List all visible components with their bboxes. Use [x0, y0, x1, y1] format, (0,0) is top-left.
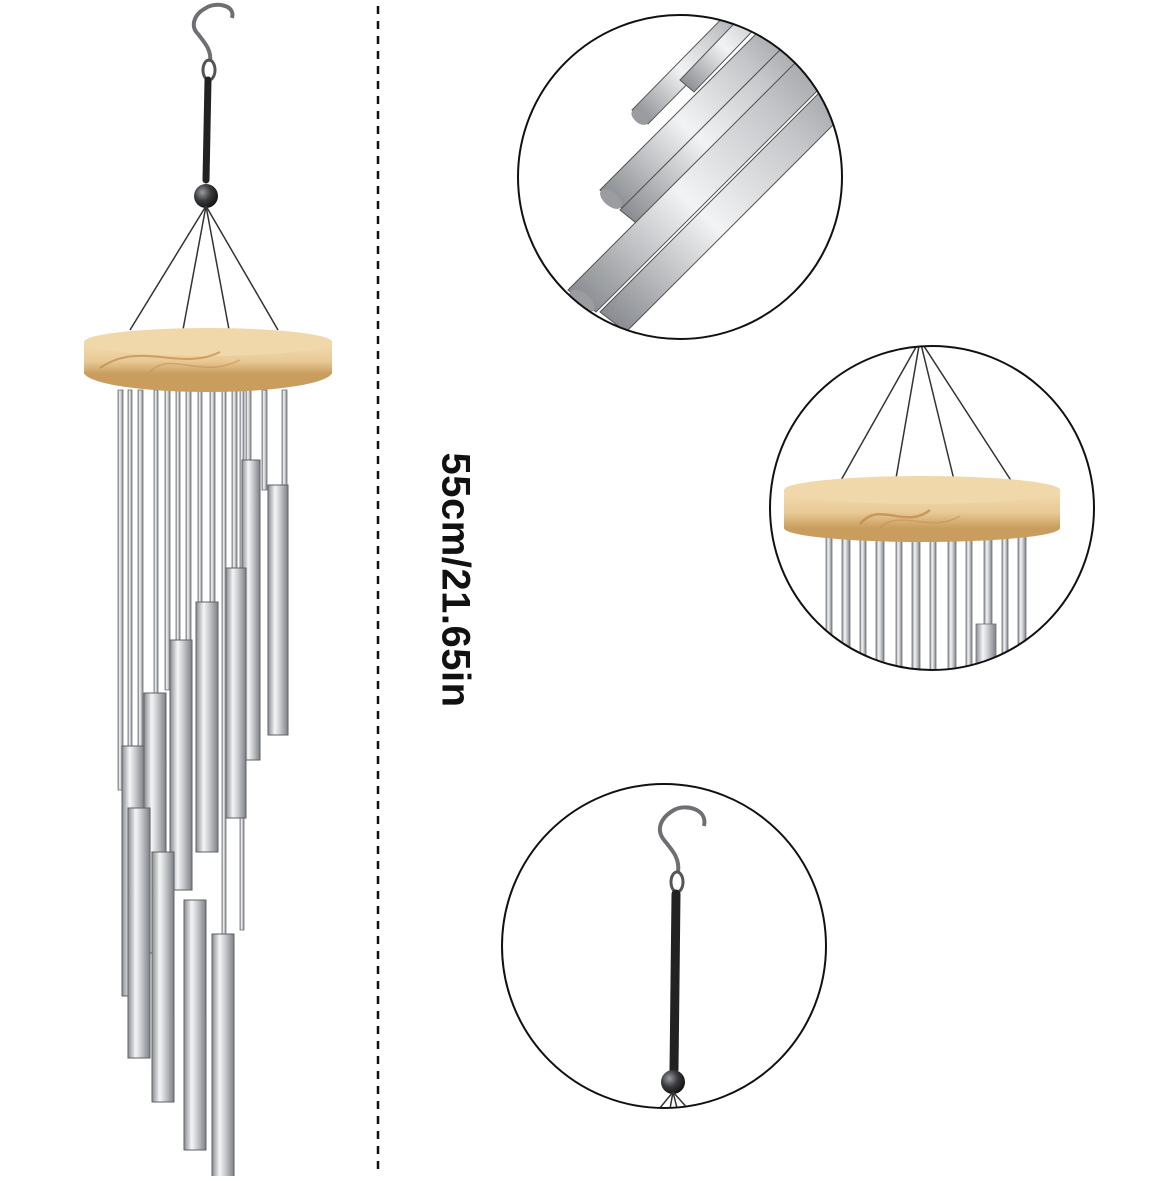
detail-circle-wood-top — [769, 345, 1095, 671]
wind-chime-full — [84, 2, 332, 1181]
detail-circle-tubes — [517, 14, 843, 340]
detail-circle-hook — [501, 783, 827, 1109]
dimension-label: 55cm/21.65in — [433, 452, 478, 708]
